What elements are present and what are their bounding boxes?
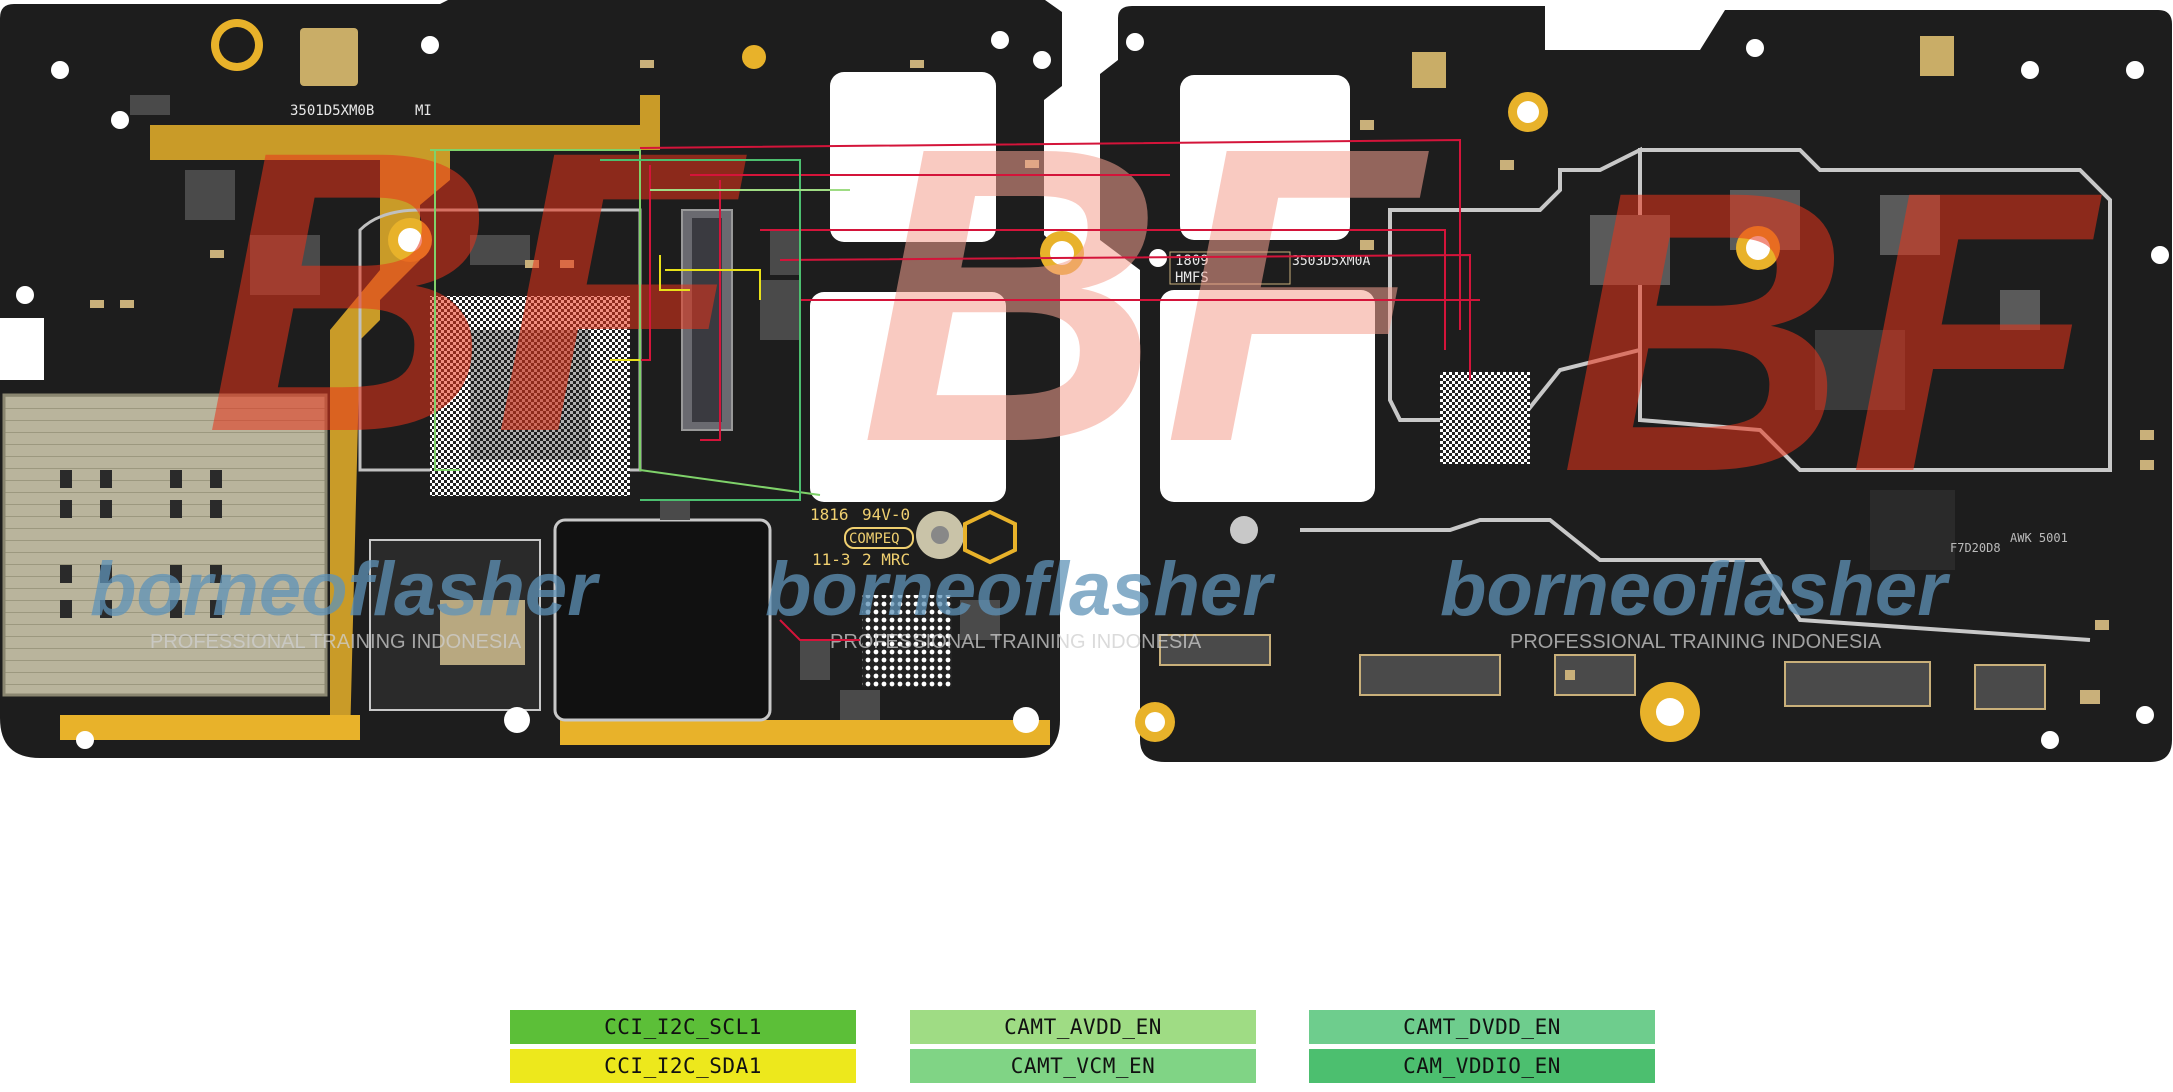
right-code-2: HMFS (1175, 270, 1209, 286)
watermark-brand-1: borneoflasher (90, 547, 601, 632)
pcb-lot: 11-3 (812, 550, 851, 569)
legend-item: CAM_VDDIO_EN (1309, 1049, 1655, 1083)
watermark-logos: BF BF BF (205, 61, 2105, 555)
right-board: 1809 HMFS 3503D5XM0A AWK 5001 F7D20D8 (1091, 6, 2172, 762)
signal-traces (430, 138, 1480, 641)
legend-item: CCI_I2C_SDA1 (510, 1049, 856, 1083)
pcb-lot-2: 2 MRC (862, 550, 910, 569)
watermark-logo-right: BF (1560, 108, 2105, 555)
watermark-text: borneoflasher borneoflasher borneoflashe… (90, 547, 1951, 653)
legend-item: CAMT_VCM_EN (910, 1049, 1256, 1083)
pcb-maker: COMPEQ (849, 531, 900, 547)
legend-item: CAMT_AVDD_EN (910, 1010, 1256, 1044)
watermark-brand-2: borneoflasher (765, 547, 1276, 632)
watermark-tagline-2: PROFESSIONAL TRAINING INDONESIA (830, 631, 1202, 653)
right-chip-mark-1: AWK 5001 (2010, 531, 2068, 545)
watermark-tagline-1: PROFESSIONAL TRAINING INDONESIA (150, 631, 522, 653)
left-part-number: 3501D5XM0B (290, 103, 374, 119)
right-part-number: 3503D5XM0A (1292, 254, 1370, 269)
legend-item: CAMT_DVDD_EN (1309, 1010, 1655, 1044)
watermark-logo-center: BF (860, 61, 1432, 530)
watermark-logo-left: BF (205, 68, 750, 515)
pcb-rating: 94V-0 (862, 505, 910, 524)
brand-mark: MI (415, 103, 432, 119)
legend-item: CCI_I2C_SCL1 (510, 1010, 856, 1044)
watermark-brand-3: borneoflasher (1440, 547, 1951, 632)
right-chip-mark-2: F7D20D8 (1950, 541, 2001, 555)
pcb-board-image: 3501D5XM0B MI 1816 94V-0 COMPEQ 11-3 2 M… (0, 0, 2172, 762)
pcb-date-code: 1816 (810, 505, 849, 524)
watermark-tagline-3: PROFESSIONAL TRAINING INDONESIA (1510, 631, 1882, 653)
